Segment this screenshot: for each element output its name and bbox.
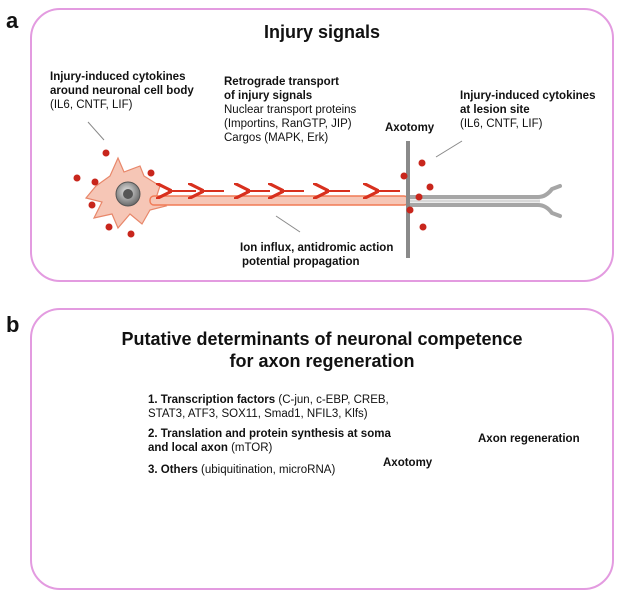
retrograde-line-1: Nuclear transport proteins xyxy=(224,104,357,116)
cytokines-lesion-title-1: Injury-induced cytokines xyxy=(460,90,596,102)
retrograde-title-2: of injury signals xyxy=(224,90,313,102)
cytokine-dots xyxy=(73,149,434,238)
cytokines-body-title-2: around neuronal cell body xyxy=(50,85,194,97)
ion-influx-line-2: potential propagation xyxy=(242,256,360,268)
retrograde-line-2: (Importins, RanGTP, JIP) xyxy=(224,118,352,130)
ion-influx-label: Ion influx, antidromic action potential … xyxy=(240,241,393,269)
cytokines-body-title-1: Injury-induced cytokines xyxy=(50,71,186,83)
panel-a-box xyxy=(30,8,614,282)
item-1-bold: 1. Transcription factors xyxy=(148,394,276,406)
lesion-bar-a xyxy=(406,141,410,258)
panel-b-letter: b xyxy=(6,312,20,337)
panel-b-title: Putative determinants of neuronal compet… xyxy=(30,328,614,372)
panel-b-title-2: for axon regeneration xyxy=(229,351,415,371)
panel-b-title-1: Putative determinants of neuronal compet… xyxy=(121,329,523,349)
ion-influx-line-1: Ion influx, antidromic action xyxy=(240,242,394,254)
panel-a-title: Injury signals xyxy=(263,22,381,42)
item-3-rest: (ubiquitination, microRNA) xyxy=(197,464,336,476)
determinant-item-2: 2. Translation and protein synthesis at … xyxy=(148,427,391,455)
distal-axon-a xyxy=(408,184,562,218)
determinant-item-1: 1. Transcription factors (C-jun, c-EBP, … xyxy=(148,393,389,421)
cytokines-body-label: Injury-induced cytokines around neuronal… xyxy=(50,70,194,112)
panel-a-letter: a xyxy=(6,8,19,33)
neuron-a xyxy=(84,141,562,258)
item-2-rest: (mTOR) xyxy=(227,442,273,454)
axotomy-label-b: Axotomy xyxy=(383,457,433,469)
item-2-bold: and local axon xyxy=(148,442,228,454)
axotomy-label-a: Axotomy xyxy=(385,122,435,134)
cytokines-lesion-title-2: at lesion site xyxy=(460,104,530,116)
cytokines-lesion-detail: (IL6, CNTF, LIF) xyxy=(460,118,543,130)
retrograde-line-3: Cargos (MAPK, Erk) xyxy=(224,132,329,144)
item-1-rest: (C-jun, c-EBP, CREB, xyxy=(275,394,389,406)
item-1-line-2: STAT3, ATF3, SOX11, Smad1, NFIL3, Klfs) xyxy=(148,408,368,420)
panel-b-box xyxy=(30,308,614,590)
cytokines-body-detail: (IL6, CNTF, LIF) xyxy=(50,99,133,111)
item-2-line-1: 2. Translation and protein synthesis at … xyxy=(148,428,391,440)
axon-regeneration-label: Axon regeneration xyxy=(478,433,580,445)
retrograde-label: Retrograde transport of injury signals N… xyxy=(224,75,356,145)
axon-a xyxy=(149,195,409,206)
leader-lines-a xyxy=(87,121,463,233)
determinant-item-3: 3. Others (ubiquitination, microRNA) xyxy=(148,463,335,477)
retrograde-title-1: Retrograde transport xyxy=(224,76,340,88)
cytokines-lesion-label: Injury-induced cytokines at lesion site … xyxy=(460,89,595,131)
item-3-bold: 3. Others xyxy=(148,464,198,476)
